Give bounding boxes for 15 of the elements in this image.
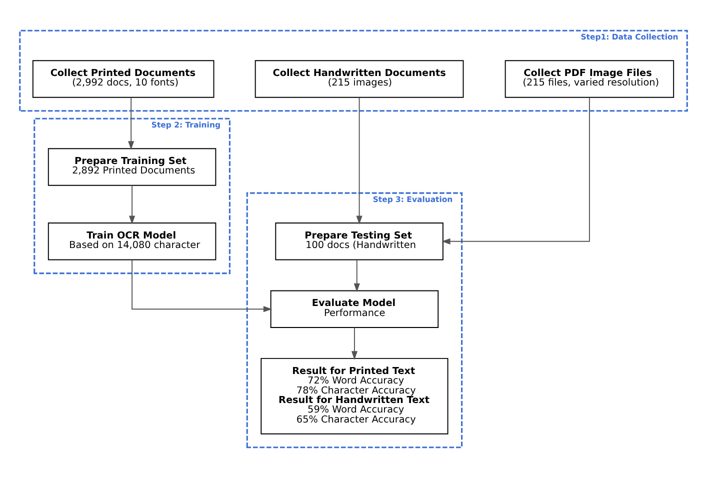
arrow (129, 184, 136, 224)
node-box: Collect Printed Documents (2,992 docs, 10 fonts) (32, 60, 214, 98)
node-box: Result for Printed Text 72% Word Accuracy 78% Character Accuracy Result for Handwritten Text 59% Word Accuracy 65% Character Accuracy (260, 358, 448, 434)
node-box: Evaluate Model Performance (270, 290, 439, 328)
node-box: Collect Handwritten Documents (215 images) (254, 60, 464, 98)
arrow (351, 327, 358, 360)
arrow (356, 97, 362, 224)
arrow (442, 97, 590, 244)
node-box: Prepare Training Set 2,892 Printed Documents (48, 148, 216, 186)
arrow (354, 259, 360, 292)
node-box: Train OCR Model Based on 14,080 character (48, 222, 216, 260)
node-box: Prepare Testing Set 100 docs (Handwritten (275, 222, 444, 260)
arrow (132, 259, 272, 312)
node-box: Collect PDF Image Files (215 files, varied resolution) (504, 60, 674, 98)
arrow (128, 97, 134, 150)
